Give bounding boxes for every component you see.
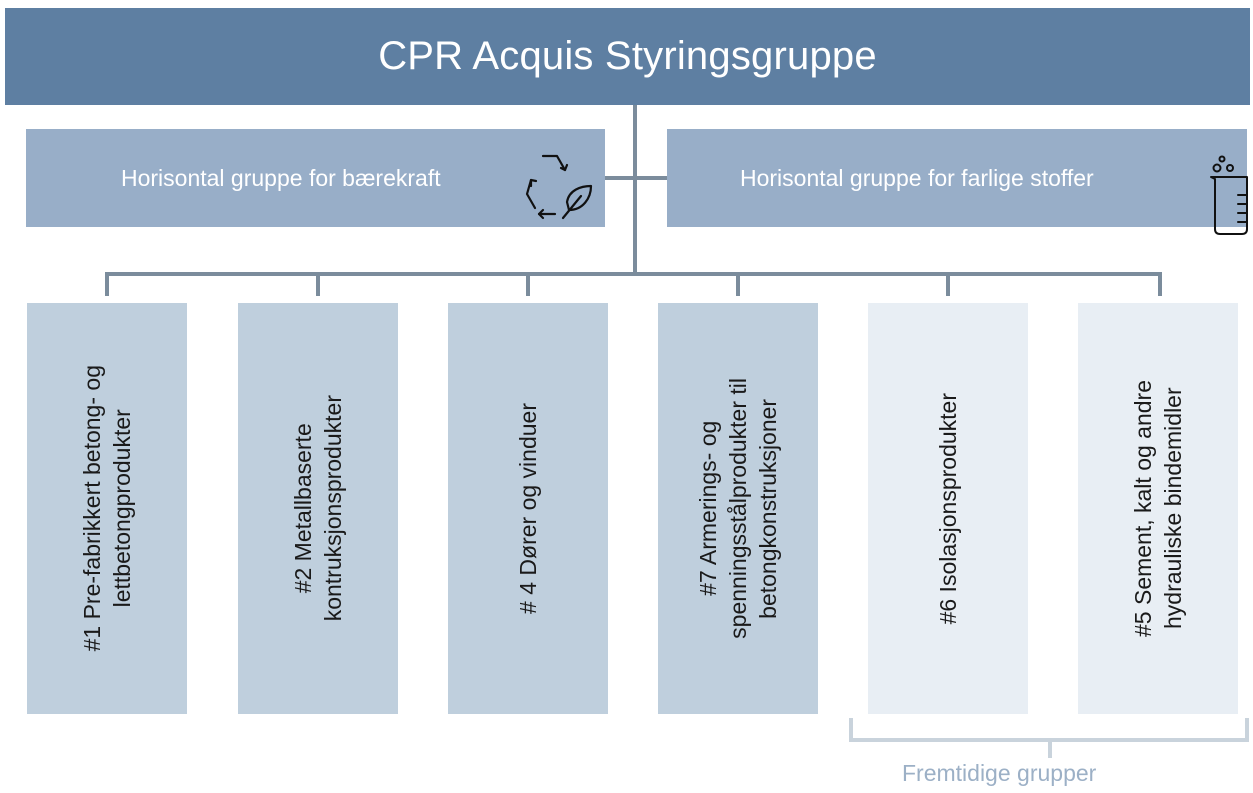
working-group-1-line-2: lettbetongprodukter	[109, 409, 135, 608]
future-groups-brace	[849, 718, 1249, 758]
working-group-6-line-1: #6 Isolasjonsprodukter	[935, 392, 961, 625]
working-group-7-line-2: spenningsstålprodukter til	[725, 378, 751, 639]
horizontal-group-hazardous: Horisontal gruppe for farlige stoffer	[667, 129, 1247, 227]
working-group-6: #6 Isolasjonsprodukter	[868, 303, 1028, 714]
working-group-5-line-2: hydrauliske bindemidler	[1160, 387, 1186, 630]
working-group-7: #7 Armerings- og spenningsstålprodukter …	[658, 303, 818, 714]
working-group-2-line-2: kontruksjonsprodukter	[320, 395, 346, 622]
working-group-7-line-1: #7 Armerings- og	[695, 420, 721, 597]
recycle-leaf-icon	[525, 150, 597, 220]
horizontal-group-label: Horisontal gruppe for farlige stoffer	[740, 164, 1094, 191]
working-group-1-line-1: #1 Pre-fabrikkert betong- og	[79, 365, 105, 652]
working-group-4: # 4 Dører og vinduer	[448, 303, 608, 714]
horizontal-group-label: Horisontal gruppe for bærekraft	[121, 164, 441, 191]
working-group-4-line-1: # 4 Dører og vinduer	[515, 403, 541, 614]
working-group-7-line-3: betongkonstruksjoner	[755, 398, 781, 619]
working-group-2-line-1: #2 Metallbaserte	[290, 423, 316, 594]
steering-group-title: CPR Acquis Styringsgruppe	[378, 34, 877, 78]
working-group-5-line-1: #5 Sement, kalt og andre	[1130, 380, 1156, 637]
working-group-1: #1 Pre-fabrikkert betong- og lettbetongp…	[27, 303, 187, 714]
working-group-5: #5 Sement, kalt og andre hydrauliske bin…	[1078, 303, 1238, 714]
future-groups-label: Fremtidige grupper	[902, 760, 1097, 786]
steering-group-box: CPR Acquis Styringsgruppe	[5, 8, 1250, 105]
horizontal-group-sustainability: Horisontal gruppe for bærekraft	[26, 129, 605, 227]
beaker-icon	[1208, 155, 1252, 235]
working-group-2: #2 Metallbaserte kontruksjonsprodukter	[238, 303, 398, 714]
